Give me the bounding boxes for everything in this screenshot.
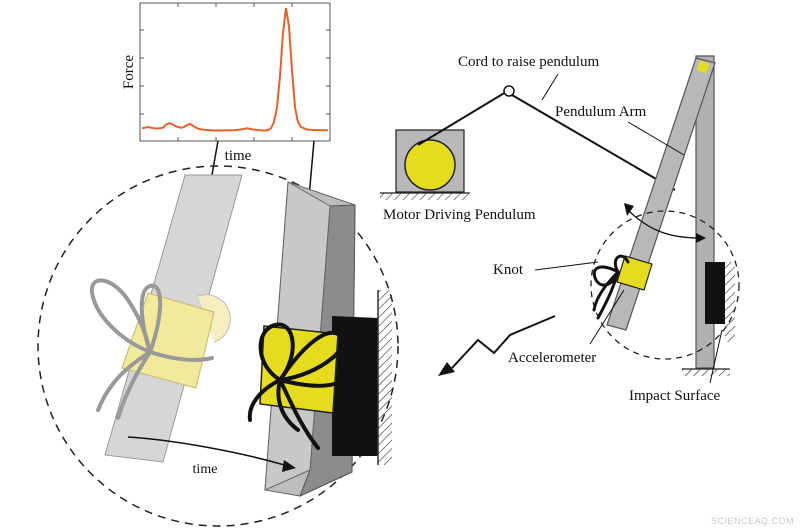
impact-surface-hatching xyxy=(725,262,735,342)
impact-surface-label: Impact Surface xyxy=(629,388,721,404)
zoom-inset: time xyxy=(37,165,399,527)
zoom-knot xyxy=(247,322,346,450)
pendulum-accelerometer xyxy=(616,255,653,291)
knot-label: Knot xyxy=(493,262,524,278)
force-trace-line xyxy=(141,7,328,132)
accelerometer-label: Accelerometer xyxy=(508,350,596,366)
zoom-hatching xyxy=(378,290,392,465)
zoom-accelerometer xyxy=(259,325,339,414)
watermark: SCIENCEAQ.COM xyxy=(711,516,794,526)
swing-arrow xyxy=(624,203,706,243)
zoom-circle xyxy=(37,165,399,527)
detail-circle xyxy=(590,210,740,360)
zoom-impact-surface xyxy=(332,316,378,456)
cord-label: Cord to raise pendulum xyxy=(458,54,600,70)
time-arrow-label: time xyxy=(193,462,218,477)
pendulum xyxy=(592,57,716,331)
force-axis-label: Force xyxy=(121,55,137,89)
pendulum-pivot-marker xyxy=(696,60,710,74)
ghost-arm-earlier xyxy=(89,174,243,463)
ghost-knot xyxy=(89,278,214,420)
time-axis-label: time xyxy=(225,148,252,164)
plot-ticks xyxy=(140,3,330,141)
time-arrow: time xyxy=(127,436,296,477)
zoom-accelerometer-group xyxy=(247,322,346,450)
motor-label: Motor Driving Pendulum xyxy=(383,207,536,223)
impact-surface-block xyxy=(705,262,725,324)
wall-ground-hatching xyxy=(682,369,730,376)
motor-wheel xyxy=(404,139,456,191)
signal-zigzag-arrow xyxy=(438,315,556,376)
motor-assembly: Motor Driving Pendulum xyxy=(380,129,536,223)
impact-wall xyxy=(682,55,735,376)
force-time-plot: Force time xyxy=(121,2,331,164)
pulley-icon xyxy=(503,85,515,97)
motor-ground-hatching xyxy=(380,193,470,200)
pendulum-arm-label: Pendulum Arm xyxy=(555,104,647,120)
cord xyxy=(417,85,676,191)
plot-frame xyxy=(139,2,331,142)
